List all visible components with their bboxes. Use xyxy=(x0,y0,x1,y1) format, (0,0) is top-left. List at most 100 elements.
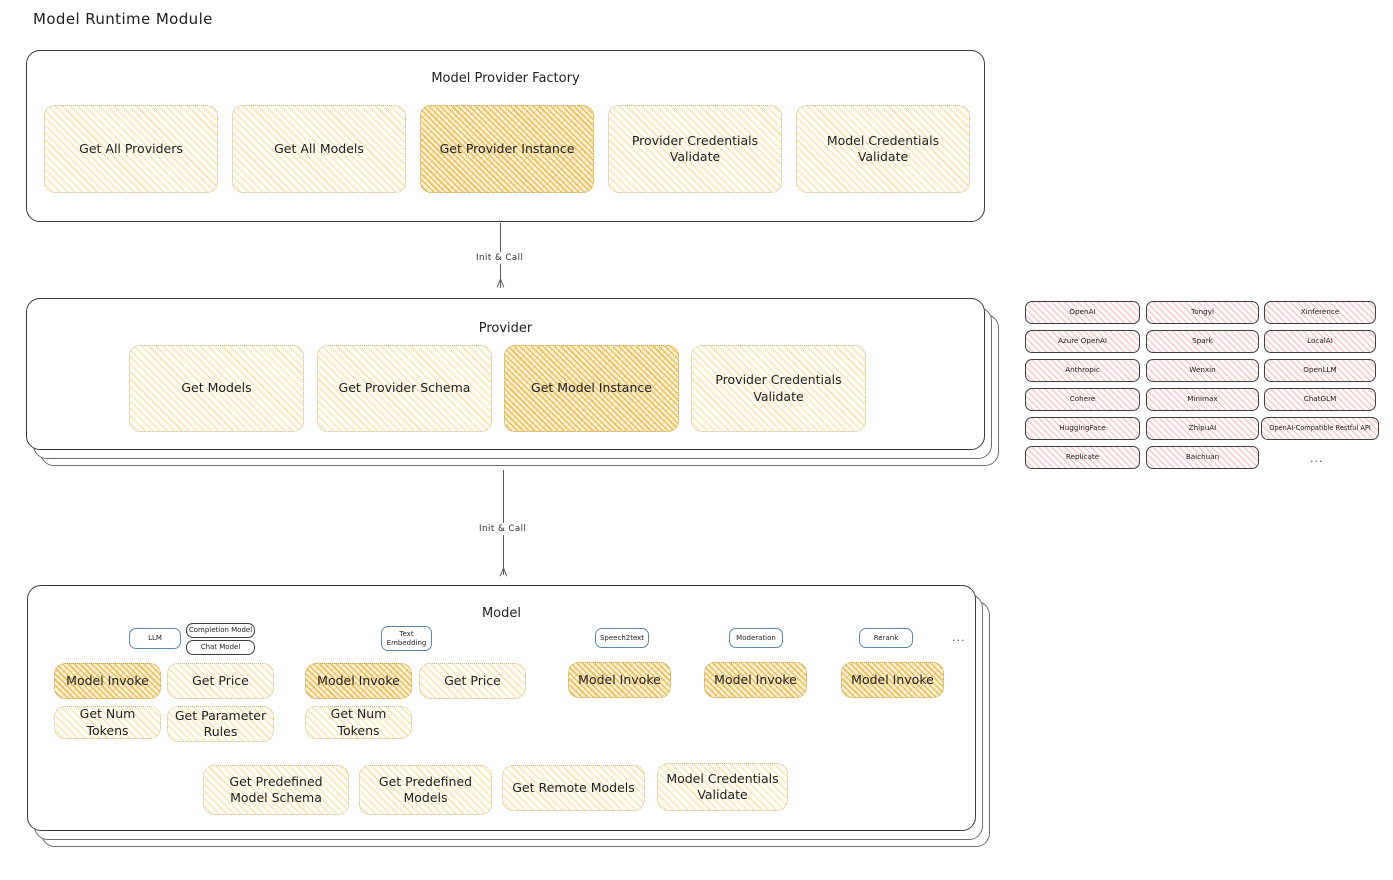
provider-item-label: Get Model Instance xyxy=(531,380,652,396)
op-label: Model Invoke xyxy=(714,671,797,687)
llm-op-get-parameter-rules[interactable]: Get Parameter Rules xyxy=(167,706,274,742)
speech2text-op-model-invoke[interactable]: Model Invoke xyxy=(568,662,671,698)
provider-item-get-provider-schema[interactable]: Get Provider Schema xyxy=(317,345,492,432)
provider-chip-openai[interactable]: OpenAI xyxy=(1025,301,1140,324)
model-subtype-completion-model[interactable]: Completion Model xyxy=(186,623,255,638)
op-label: Get Num Tokens xyxy=(79,706,136,738)
arrow-factory-to-provider-head xyxy=(495,279,505,289)
model-type-label: Moderation xyxy=(736,633,776,642)
provider-chip-label: Wenxin xyxy=(1189,365,1216,375)
op-label: Model Invoke xyxy=(851,671,934,687)
op-label: Model Credentials Validate xyxy=(666,770,779,803)
op-label: Model Invoke xyxy=(66,672,149,688)
provider-chip-localai[interactable]: LocalAI xyxy=(1264,330,1376,353)
provider-chip-label: ZhipuAI xyxy=(1188,423,1217,433)
provider-chip-label: Anthropic xyxy=(1065,365,1100,375)
provider-chip-label: LocalAI xyxy=(1307,336,1333,346)
factory-item-label: Get Provider Instance xyxy=(439,140,575,156)
provider-chip-openai-compatible-restful-api[interactable]: OpenAI-Compatible Restful API xyxy=(1261,417,1379,440)
op-label: Get Parameter Rules xyxy=(174,707,267,740)
op-label: Model Invoke xyxy=(578,671,661,687)
factory-item-label: Model Credentials Validate xyxy=(826,132,940,165)
model-type-label: Text Embedding xyxy=(386,630,427,647)
rerank-op-model-invoke[interactable]: Model Invoke xyxy=(841,662,944,698)
provider-chip-label: ChatGLM xyxy=(1303,394,1337,404)
model-type-label: Rerank xyxy=(873,633,899,642)
provider-chip-label: Minimax xyxy=(1187,394,1218,404)
factory-item-get-provider-instance[interactable]: Get Provider Instance xyxy=(420,105,594,193)
provider-chip-label: Xinference xyxy=(1300,307,1340,317)
provider-title: Provider xyxy=(478,321,533,336)
provider-chip-spark[interactable]: Spark xyxy=(1146,330,1259,353)
provider-chip-chatglm[interactable]: ChatGLM xyxy=(1264,388,1376,411)
provider-chip-replicate[interactable]: Replicate xyxy=(1025,446,1140,469)
provider-item-provider-credentials-validate[interactable]: Provider Credentials Validate xyxy=(691,345,866,432)
op-label: Get Remote Models xyxy=(512,779,635,795)
model-provider-factory-title: Model Provider Factory xyxy=(431,71,580,86)
provider-item-label: Get Models xyxy=(181,380,252,396)
provider-chip-baichuan[interactable]: Baichuan xyxy=(1146,446,1259,469)
factory-item-get-all-models[interactable]: Get All Models xyxy=(232,105,406,193)
provider-chip-xinference[interactable]: Xinference xyxy=(1264,301,1376,324)
model-subtype-label: Chat Model xyxy=(200,643,241,652)
provider-chip-zhipuai[interactable]: ZhipuAI xyxy=(1146,417,1259,440)
llm-op-get-num-tokens[interactable]: Get Num Tokens xyxy=(54,706,161,739)
factory-item-label: Provider Credentials Validate xyxy=(631,132,759,165)
factory-item-model-credentials-validate[interactable]: Model Credentials Validate xyxy=(796,105,970,193)
provider-chip-huggingface[interactable]: HuggingFace xyxy=(1025,417,1140,440)
provider-chip-label: OpenAI-Compatible Restful API xyxy=(1269,423,1371,432)
arrow-provider-to-model-label: Init & Call xyxy=(476,523,530,535)
provider-chip-minimax[interactable]: Minimax xyxy=(1146,388,1259,411)
provider-chip-tongyi[interactable]: Tongyi xyxy=(1146,301,1259,324)
text-embedding-op-model-invoke[interactable]: Model Invoke xyxy=(305,663,412,699)
op-label: Get Predefined Model Schema xyxy=(229,773,323,806)
provider-item-label: Provider Credentials Validate xyxy=(715,372,842,404)
model-shared-op-get-predefined-models[interactable]: Get Predefined Models xyxy=(359,765,492,815)
provider-chip-openllm[interactable]: OpenLLM xyxy=(1264,359,1376,382)
op-label: Get Price xyxy=(444,672,501,688)
model-type-rerank[interactable]: Rerank xyxy=(859,628,913,648)
model-type-label: LLM xyxy=(148,634,162,643)
text-embedding-op-get-price[interactable]: Get Price xyxy=(419,663,526,699)
provider-chip-label: Replicate xyxy=(1065,452,1100,462)
llm-op-get-price[interactable]: Get Price xyxy=(167,663,274,699)
model-type-label: Speech2text xyxy=(599,633,645,642)
provider-chip-label: Cohere xyxy=(1069,394,1096,404)
provider-chip-label: OpenLLM xyxy=(1303,365,1337,375)
provider-item-get-models[interactable]: Get Models xyxy=(129,345,304,432)
provider-chip-wenxin[interactable]: Wenxin xyxy=(1146,359,1259,382)
llm-op-model-invoke[interactable]: Model Invoke xyxy=(54,663,161,699)
model-shared-op-model-credentials-validate[interactable]: Model Credentials Validate xyxy=(657,763,788,811)
provider-chip-anthropic[interactable]: Anthropic xyxy=(1025,359,1140,382)
model-shared-op-get-predefined-model-schema[interactable]: Get Predefined Model Schema xyxy=(203,765,349,815)
factory-item-label: Get All Providers xyxy=(79,140,183,156)
factory-item-get-all-providers[interactable]: Get All Providers xyxy=(44,105,218,193)
provider-item-get-model-instance[interactable]: Get Model Instance xyxy=(504,345,679,432)
factory-item-provider-credentials-validate[interactable]: Provider Credentials Validate xyxy=(608,105,782,193)
moderation-op-model-invoke[interactable]: Model Invoke xyxy=(704,662,807,698)
provider-chip-azure-openai[interactable]: Azure OpenAI xyxy=(1025,330,1140,353)
model-shared-op-get-remote-models[interactable]: Get Remote Models xyxy=(502,765,645,811)
model-type-llm[interactable]: LLM xyxy=(129,628,181,649)
provider-chip-cohere[interactable]: Cohere xyxy=(1025,388,1140,411)
provider-chip-label: Baichuan xyxy=(1185,452,1220,462)
op-label: Get Price xyxy=(192,672,249,688)
model-type-text-embedding[interactable]: Text Embedding xyxy=(381,626,432,651)
model-subtype-label: Completion Model xyxy=(188,626,253,635)
model-type-speech2text[interactable]: Speech2text xyxy=(595,628,649,648)
text-embedding-op-get-num-tokens[interactable]: Get Num Tokens xyxy=(305,706,412,739)
op-label: Get Predefined Models xyxy=(378,773,473,806)
provider-chip-label: Azure OpenAI xyxy=(1058,336,1107,346)
page-title: Model Runtime Module xyxy=(33,10,213,28)
provider-list-more: ... xyxy=(1310,452,1324,465)
arrow-factory-to-provider-label: Init & Call xyxy=(473,252,527,264)
provider-chip-label: Tongyi xyxy=(1191,307,1214,317)
model-title: Model xyxy=(481,606,522,621)
provider-chip-label: HuggingFace xyxy=(1059,423,1106,433)
op-label: Get Num Tokens xyxy=(330,706,387,738)
provider-chip-label: Spark xyxy=(1192,336,1213,346)
model-type-moderation[interactable]: Moderation xyxy=(729,628,783,648)
factory-item-label: Get All Models xyxy=(274,140,364,156)
model-subtype-chat-model[interactable]: Chat Model xyxy=(186,640,255,655)
